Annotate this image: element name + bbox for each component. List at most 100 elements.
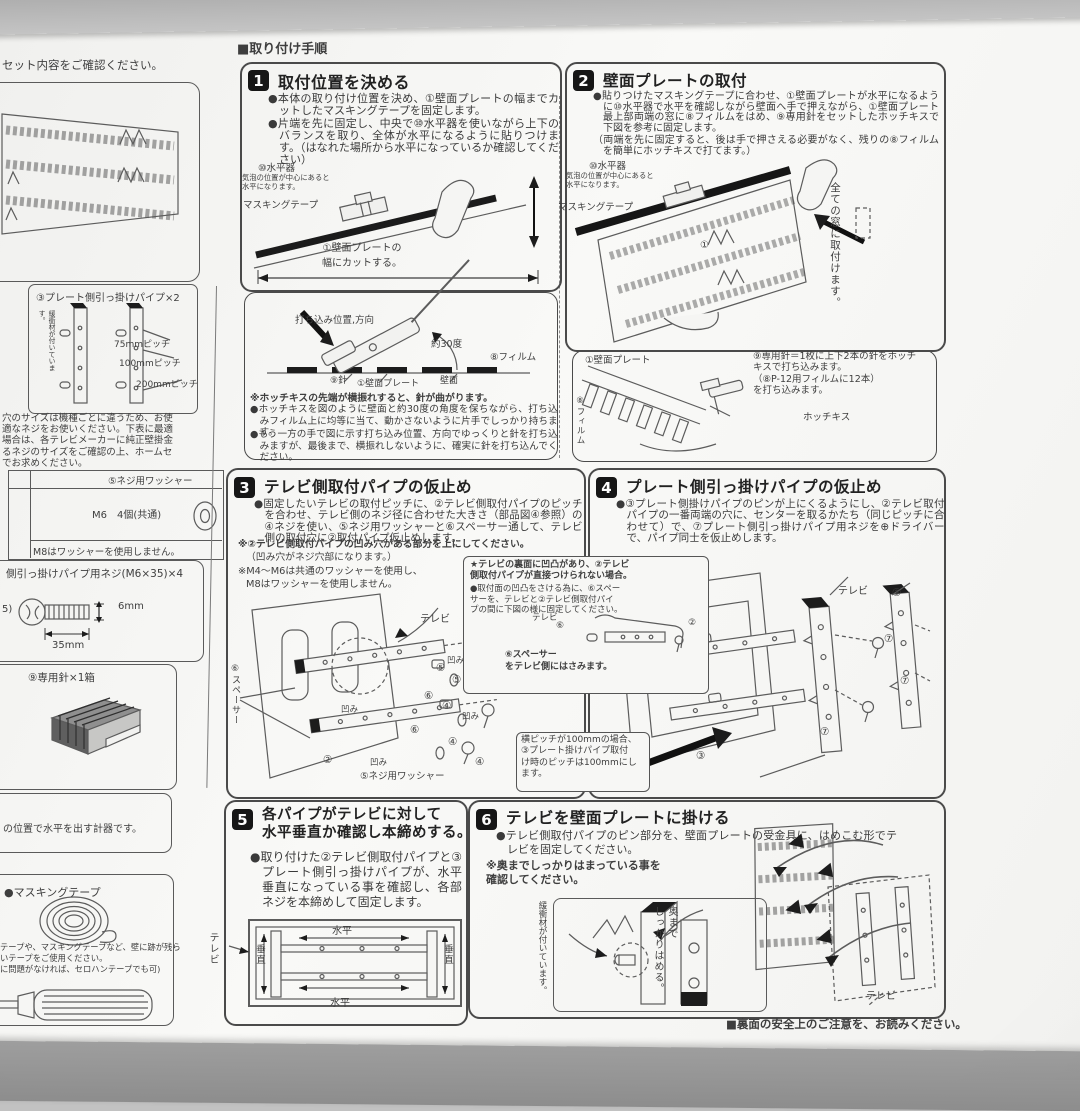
pitch-100-label: 100mmピッチ (119, 359, 181, 369)
detail-plate-label: ①壁面プレート (585, 355, 651, 366)
washer-table-header-rule (8, 488, 222, 489)
pin-closeup-box (553, 898, 767, 1012)
dent-label-b: 凹み (341, 705, 359, 715)
left-intro-text: セット内容をご確認ください。 (2, 58, 163, 72)
mark-5-a: ⑤ (436, 662, 446, 674)
staple-box (0, 664, 177, 790)
section-3-note-1b: （凹み穴がネジ穴部になります。） (246, 552, 397, 563)
screw-size-note: 穴のサイズは機種ごとに違うため、お使 適なネジをお使いください。下表に最適 場合… (2, 413, 174, 469)
spacer-note-diagram (586, 614, 684, 653)
masking-tape-title: ●マスキングテープ (4, 886, 101, 899)
wall-plate-parts-box (0, 82, 200, 282)
stapler-plate-label: ①壁面プレート (357, 379, 420, 389)
stapler-position-label: 打ち込み位置,方向 (295, 315, 375, 326)
section-5-diagram (228, 919, 462, 1007)
detail-needle-note: ⑨専用針＝1枚に上下2本の針をホッチ キスで打ち込みます。 （⑧P-12用フィル… (753, 351, 917, 397)
dent-label-a: 凹み (447, 656, 465, 666)
stapler-wall-label: 壁面 (440, 376, 459, 386)
dent-label-c: 凹み (462, 712, 480, 722)
section-3-diagram (239, 593, 497, 779)
section-2-tape-label: マスキングテープ (558, 202, 634, 213)
stapler-bullet-2: ●もう一方の手で図に示す打ち込み位置、方向でゆっくりと針を打ち込みますが、最後ま… (250, 429, 558, 463)
hook-screw-title: 側引っ掛けパイプ用ネジ(M6×35)×4 (6, 568, 184, 580)
hook-screw-fragment: 5) (2, 604, 13, 615)
stapler-angle-label: 約30度 (431, 339, 463, 350)
section-5-title: 各パイプがテレビに対して 水平垂直か確認し本締めする。 (262, 807, 472, 842)
section-5-bullet-1: ●取り付けた②テレビ側取付パイプと③プレート側引っ掛けパイプが、水平垂直になって… (250, 850, 462, 909)
stapler-diagram (267, 259, 530, 383)
section-2-bullet-1: ●貼りつけたマスキングテープに合わせ、①壁面プレートが水平になるように⑩水平器で… (593, 91, 939, 135)
section-5-tv-label: テレビ (207, 932, 218, 965)
washer-icon (193, 501, 217, 531)
hook-screw-box (0, 560, 204, 662)
section-3-spacer-label: ⑥スペーサー (230, 664, 240, 725)
section-1-diagram (253, 176, 539, 284)
screwdriver-icon (0, 989, 153, 1021)
spacer-note-head: ★テレビの裏面に凹凸があり、②テレビ 側取付パイプが直接つけられない場合。 (470, 560, 633, 582)
section-1-cut-label: ①壁面プレートの 幅にカットする。 (322, 243, 402, 269)
washer-table (8, 470, 224, 560)
staple-title: ⑨専用針×1箱 (28, 672, 95, 684)
washer-table-footer-rule (30, 540, 222, 541)
section-5-panel (224, 800, 468, 1026)
vertical-label-right: 垂直 (442, 944, 453, 965)
mark-6-b: ⑥ (410, 724, 420, 736)
level-note-text: の位置で水平を出す計器です。 (3, 824, 142, 835)
hook-pipes-illustration (59, 303, 183, 404)
section-2-diagram (574, 159, 871, 343)
section-2-windows-note: 全ての窓に取付けます。 (829, 182, 841, 309)
stapler-bullet-1: ●ホッチキスを図のように壁面と約30度の角度を保ちながら、打ち込みフィルム上に均… (250, 404, 558, 438)
washer-table-cell: M6 4個(共通) (92, 510, 162, 521)
masking-tape-box (0, 874, 174, 1026)
mark-4-a: ④ (442, 700, 452, 712)
section-2-bubble-note: 気泡の位置が中心にあると 水平になります。 (566, 171, 654, 190)
mark-3-a: ③ (892, 587, 902, 599)
detail-film-label: ⑧フィルム (575, 396, 585, 445)
pitch-200-label: 200mmピッチ (136, 380, 198, 390)
horizontal-label-bottom: 水平 (330, 998, 350, 1009)
spacer-note-mark-6: ⑥ (556, 621, 565, 631)
stapler-warning: ※ホッチキスの先端が横振れすると、針が曲がります。 (250, 393, 493, 404)
washer-table-note: M8はワッシャーを使用しません。 (33, 547, 180, 558)
stapler-needle-label: ⑨針 (330, 376, 348, 386)
section-2-title: 壁面プレートの取付 (603, 72, 748, 90)
section-2-bullet-2: （両端を先に固定すると、後は手で押さえる必要がなく、残りの⑧フィルムを簡単にホッ… (593, 135, 939, 157)
section-2-panel (565, 62, 946, 352)
section-3-tv-label: テレビ (420, 614, 450, 625)
section-1-title: 取付位置を決める (278, 73, 411, 92)
pitch-note-box (516, 732, 650, 792)
horizontal-label-top: 水平 (332, 926, 352, 937)
section-4-title: プレート側引っ掛けパイプの仮止め (626, 478, 883, 496)
stapler-instruction-panel (244, 292, 558, 460)
section-2-detail-panel (572, 350, 937, 462)
section-4-number: 4 (596, 477, 617, 498)
section-3-bullet-1: ●固定したいテレビの取付ピッチに、②テレビ側取付パイプのピッチを合わせ、テレビ側… (254, 498, 583, 544)
spacer-note-caption: ⑥スペーサー をテレビ側にはさみます。 (505, 650, 613, 672)
section-4-tv-label: テレビ (838, 586, 868, 597)
section-4-bullet-1: ●③プレート側掛けパイプのピンが上にくるようにし、②テレビ取付パイプの一番両端の… (616, 498, 945, 544)
spacer-note-body: ●取付面の凹凸をさける為に、⑥スペー サーを、テレビと②テレビ側取付パイ プの間… (470, 584, 623, 616)
detail-stapler-label: ホッチキス (803, 412, 851, 423)
vertical-label-left: 垂直 (254, 944, 265, 965)
mark-7-c: ⑦ (820, 726, 830, 738)
fit-firmly-label: 奥まで しっかりはめる。 (652, 906, 677, 994)
section-2-plate-mark: ① (700, 240, 709, 251)
section-6-title: テレビを壁面プレートに掛ける (506, 809, 731, 827)
pin-closeup-diagram (568, 900, 708, 1006)
section-1-tape-label: マスキングテープ (243, 200, 319, 211)
mark-2-b: ② (323, 754, 333, 766)
washer-table-header: ⑤ネジ用ワッシャー (108, 476, 193, 487)
hang-tv-diagram (754, 823, 936, 1006)
section-1-bullet-2: ●片端を先に固定し、中央で⑩水平器を使いながら上下のバランスを取り、全体が水平に… (268, 117, 559, 166)
level-note-strip (0, 793, 172, 853)
section-5-number: 5 (232, 809, 253, 830)
section-2-level-label: ⑩水平器 (589, 161, 627, 172)
stapler-film-label: ⑧フィルム (490, 352, 537, 363)
masking-tape-note: テープや、マスキングテープなど、壁に跡が残ら いテープをご使用ください。 に問題… (0, 942, 181, 975)
photo-background-bottom (0, 1040, 1080, 1111)
mark-7-a: ⑦ (884, 633, 894, 645)
section-6-panel (468, 800, 946, 1019)
pitch-note-text: 横ピッチが100mmの場合、 ③プレート掛けパイプ取付 け時のピッチは100mm… (521, 735, 637, 779)
wall-plate-illustration (1, 113, 179, 235)
